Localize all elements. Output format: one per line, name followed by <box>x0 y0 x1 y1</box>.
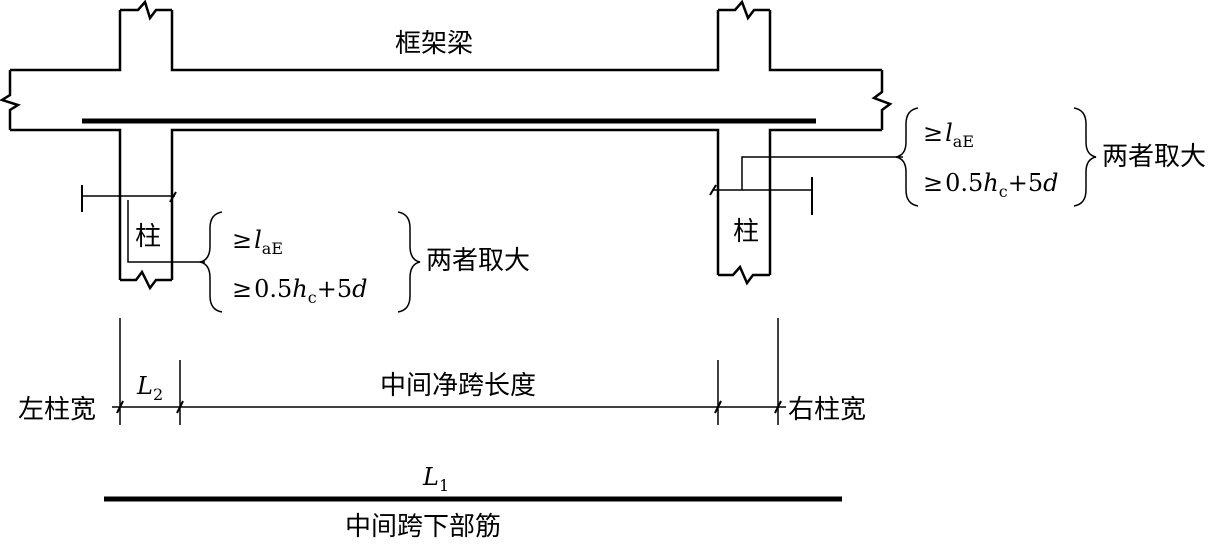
left-brace-close <box>397 211 421 313</box>
right-col-width-label: 右柱宽 <box>788 395 866 425</box>
mid-span-bottom-bar-label: 中间跨下部筋 <box>345 512 501 542</box>
mid-net-span-label: 中间净跨长度 <box>380 371 536 401</box>
left-cond-1: ≥laE <box>232 226 283 258</box>
L2-label: L2 <box>136 372 163 404</box>
L1-label: L1 <box>422 463 449 495</box>
left-anchorage-leader <box>127 200 205 263</box>
right-brace-open <box>895 107 919 207</box>
right-cond-1: ≥laE <box>923 119 974 151</box>
left-col-width-label: 左柱宽 <box>18 395 96 425</box>
right-anchorage-leader <box>741 156 903 190</box>
left-cond-2: ≥0.5hc+5d <box>232 275 367 307</box>
dimension-lines <box>112 318 786 425</box>
beam-label: 框架梁 <box>395 29 473 59</box>
right-both-larger: 两者取大 <box>1102 142 1206 172</box>
left-brace-open <box>199 211 223 313</box>
left-both-larger: 两者取大 <box>426 246 530 276</box>
right-brace-close <box>1073 107 1097 207</box>
left-column-label: 柱 <box>135 222 161 252</box>
frame-beam <box>0 0 893 291</box>
right-cond-2: ≥0.5hc+5d <box>923 169 1058 201</box>
right-column-label: 柱 <box>733 217 759 247</box>
